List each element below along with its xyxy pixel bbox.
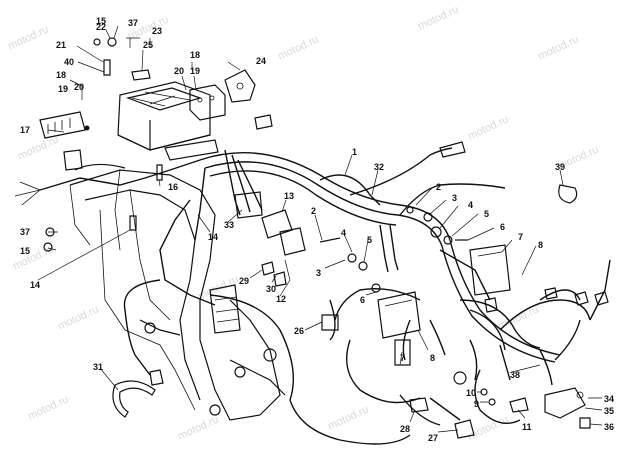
callout: 20 <box>74 82 84 92</box>
rectifier-relay <box>189 84 226 121</box>
callout: 37 <box>20 227 30 237</box>
callout: 19 <box>58 84 68 94</box>
watermark: motod.ru <box>11 243 55 272</box>
callout: 24 <box>256 56 266 66</box>
frame <box>69 163 286 421</box>
callout: 27 <box>428 433 438 443</box>
bracket-24 <box>224 69 256 103</box>
watermark: motod.ru <box>466 113 510 142</box>
watermark: motod.ru <box>326 403 370 432</box>
callout: 18 <box>56 70 66 80</box>
callout: 6 <box>500 222 505 232</box>
callout: 28 <box>400 424 410 434</box>
callout: 9 <box>474 399 479 409</box>
callout: 2 <box>436 182 441 192</box>
watermark: motod.ru <box>416 3 460 32</box>
callout: 5 <box>367 235 372 245</box>
callout: 38 <box>510 370 520 380</box>
callout: 33 <box>224 220 234 230</box>
watermark: motod.ru <box>276 33 320 62</box>
sensor-13 <box>261 209 306 256</box>
watermark: motod.ru <box>6 23 50 52</box>
callout: 7 <box>518 232 523 242</box>
leader-lines <box>37 25 603 433</box>
callout: 29 <box>239 276 249 286</box>
fuse-box-17 <box>39 111 86 139</box>
callout: 16 <box>168 182 178 192</box>
callout: 11 <box>522 422 532 432</box>
callout: 4 <box>468 200 473 210</box>
coil-8 <box>377 291 421 339</box>
bracket-25 <box>131 69 151 81</box>
watermark: motod.ru <box>496 303 540 332</box>
callout: 15 <box>20 246 30 256</box>
callout: 12 <box>276 294 286 304</box>
watermark: motod.ru <box>26 393 70 422</box>
callout: 13 <box>284 191 294 201</box>
callout: 35 <box>604 406 614 416</box>
callout: 3 <box>452 193 457 203</box>
callout: 2 <box>311 206 316 216</box>
main-wiring-harness <box>14 147 611 445</box>
callout: 14 <box>30 280 40 290</box>
callout: 8 <box>538 240 543 250</box>
callout: 7 <box>400 353 405 363</box>
callout: 26 <box>294 326 304 336</box>
callout: 3 <box>316 268 321 278</box>
callout: 14 <box>208 232 218 242</box>
callout: 21 <box>56 40 66 50</box>
callout: 36 <box>604 422 614 432</box>
callout: 34 <box>604 394 614 404</box>
callout: 22 <box>96 22 106 32</box>
callout: 15 <box>96 16 106 26</box>
callout-labels: 22 15 37 23 21 25 40 18 20 19 24 18 19 2… <box>20 16 614 443</box>
callout: 39 <box>555 162 565 172</box>
callout: 31 <box>93 362 103 372</box>
callout: 23 <box>152 26 162 36</box>
regulator-7 <box>469 244 511 296</box>
connector-block <box>63 139 263 334</box>
callout: 25 <box>143 40 153 50</box>
switch-assembly-35 <box>544 387 586 419</box>
callout: 20 <box>174 66 184 76</box>
callout: 10 <box>466 388 476 398</box>
callout: 37 <box>128 18 138 28</box>
callout: 40 <box>64 57 74 67</box>
watermark: motod.ru <box>56 303 100 332</box>
callout: 8 <box>430 353 435 363</box>
watermark: motod.ru <box>16 133 60 162</box>
clip-39 <box>558 184 578 204</box>
callout: 18 <box>190 50 200 60</box>
callout: 30 <box>266 284 276 294</box>
watermark: motod.ru <box>536 33 580 62</box>
callout: 17 <box>20 125 30 135</box>
clamp-31 <box>112 380 156 418</box>
callout: 6 <box>360 295 365 305</box>
callout: 1 <box>352 147 357 157</box>
callout: 5 <box>484 209 489 219</box>
callout: 4 <box>341 228 346 238</box>
callout: 19 <box>190 66 200 76</box>
callout: 32 <box>374 162 384 172</box>
small-parts <box>43 37 609 439</box>
watermark: motod.ru <box>176 413 220 442</box>
